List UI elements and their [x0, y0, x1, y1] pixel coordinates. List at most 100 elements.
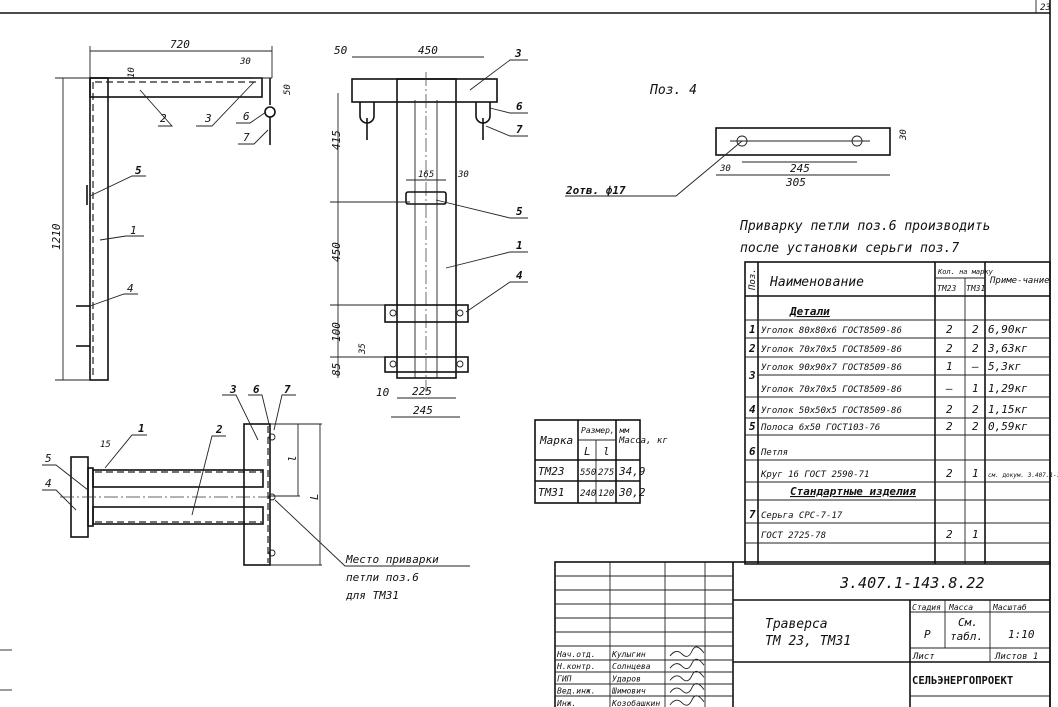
spec-cell-name: Уголок 70х70х5 ГОСТ8509-86 — [761, 345, 902, 355]
spec-cell-note: 3,63кг — [987, 342, 1028, 355]
dim-50: 50 — [334, 44, 348, 57]
spec-row: Стандартные изделия — [790, 485, 916, 498]
spec-cell-note: 6,90кг — [988, 323, 1028, 336]
holes-callout: 2отв. ф17 — [565, 184, 626, 197]
spec-cell-name: Уголок 50х50х5 ГОСТ8509-86 — [761, 406, 902, 416]
spec-cell-tm23: — — [945, 382, 953, 395]
label-3: 3 — [229, 383, 237, 396]
header-mass: Масса, кг — [618, 436, 668, 446]
mass-header: Масса — [948, 603, 973, 612]
header-size: Размер, мм — [581, 426, 630, 435]
spec-cell-tm23: 2 — [946, 528, 953, 541]
signature-name: Ударов — [612, 674, 641, 683]
dim-245: 245 — [790, 162, 810, 175]
spec-cell-tm31: 2 — [972, 420, 979, 433]
svg-text:после установки серьги поз.7: после установки серьги поз.7 — [740, 241, 959, 256]
front-view: 50 450 415 450 100 85 35 165 30 10 225 2… — [330, 44, 528, 418]
label-4: 4 — [516, 269, 523, 282]
signature-row: Вед.инж.Шимович — [557, 683, 705, 696]
spec-cell-tm23: 2 — [946, 403, 953, 416]
plan-view: l L 15 1 5 4 2 3 6 7 Место приварки петл… — [42, 383, 470, 602]
handwritten-signature — [669, 658, 705, 670]
mass-value: См. — [958, 616, 978, 629]
cell-l: 275 — [598, 468, 614, 478]
spec-cell-tm31: 2 — [972, 342, 979, 355]
label-1: 1 — [516, 239, 523, 252]
spec-cell-tm23: 2 — [946, 467, 953, 480]
spec-cell-pos: 3 — [748, 369, 756, 382]
spec-cell-tm31: 2 — [972, 403, 979, 416]
handwritten-signature — [669, 683, 705, 694]
spec-cell-tm31: 1 — [972, 382, 979, 395]
spec-cell-tm23: 2 — [946, 420, 953, 433]
dim-30: 30 — [239, 57, 251, 67]
signature-role: ГИП — [557, 674, 572, 683]
spec-cell-name: Стандартные изделия — [790, 485, 916, 498]
spec-cell-name: Петля — [760, 448, 788, 458]
dim-l: l — [286, 455, 299, 462]
signature-role: Н.контр. — [556, 662, 596, 671]
label-6: 6 — [516, 100, 523, 113]
dim-245: 245 — [413, 404, 433, 417]
cell-mark: ТМ23 — [538, 465, 565, 478]
stage-header: Стадия — [912, 603, 941, 612]
title-block: 3.407.1-143.8.22 Траверса ТМ 23, ТМ31 Ст… — [554, 561, 1051, 707]
weld-location-note: Место приварки — [345, 553, 439, 566]
dim-450: 450 — [330, 242, 343, 262]
cell-L: 240 — [580, 489, 596, 499]
cell-l: 120 — [598, 489, 614, 499]
header-tm31: ТМ31 — [966, 284, 985, 293]
cell-mark: ТМ31 — [538, 486, 565, 499]
header-qty: Кол. на марку — [937, 268, 994, 276]
spec-cell-note: 5,3кг — [988, 360, 1021, 373]
spec-cell-name: Уголок 70х70х5 ГОСТ8509-86 — [761, 385, 902, 395]
sheet-number: 23 — [1040, 3, 1051, 13]
label-7: 7 — [516, 123, 523, 136]
dim-L: L — [308, 493, 321, 500]
label-3: 3 — [204, 112, 212, 125]
spec-cell-name: Детали — [789, 305, 830, 318]
detail-title: Поз. 4 — [649, 83, 697, 98]
signature-name: Солнцева — [612, 662, 651, 671]
spec-cell-tm31: 1 — [972, 528, 979, 541]
label-5: 5 — [45, 452, 52, 465]
spec-cell-note: 1,15кг — [988, 403, 1028, 416]
dim-165: 165 — [418, 170, 434, 180]
dim-1210: 1210 — [50, 223, 63, 250]
signature-row: ГИП Ударов — [557, 670, 705, 683]
dim-450-top: 450 — [418, 44, 438, 57]
cell-mass: 34,9 — [618, 465, 646, 478]
signature-name: Кулыгин — [611, 650, 646, 659]
signature-row: Н.контр. Солнцева — [556, 658, 705, 671]
label-4: 4 — [45, 477, 52, 490]
spec-cell-pos: 5 — [749, 420, 756, 433]
company-name: СЕЛЬЭНЕРГОПРОЕКТ — [912, 675, 1013, 687]
mass-value: табл. — [950, 630, 983, 643]
size-table: Марка Размер, мм L l Масса, кг ТМ23 550 … — [534, 419, 668, 504]
spec-cell-note: 0,59кг — [988, 420, 1028, 433]
scale-header: Масштаб — [992, 602, 1027, 612]
cell-L: 550 — [580, 468, 596, 478]
dim-30: 30 — [457, 170, 469, 180]
specification-table: Поз. Наименование Кол. на марку ТМ23 ТМ3… — [744, 261, 1058, 565]
signature-name: Козобашкин — [611, 698, 660, 707]
spec-cell-tm23: 2 — [946, 323, 953, 336]
label-7: 7 — [243, 131, 250, 144]
signature-name: Шимович — [611, 687, 646, 696]
handwritten-signature — [669, 695, 705, 706]
label-4: 4 — [127, 282, 134, 295]
side-view: 720 1210 30 10 50 2 3 6 7 5 1 4 — [50, 38, 293, 381]
detail-poz-4: Поз. 4 30 245 305 30 2отв. ф17 — [565, 83, 909, 197]
spec-cell-pos: 2 — [748, 342, 756, 355]
document-code: 3.407.1-143.8.22 — [839, 574, 985, 592]
